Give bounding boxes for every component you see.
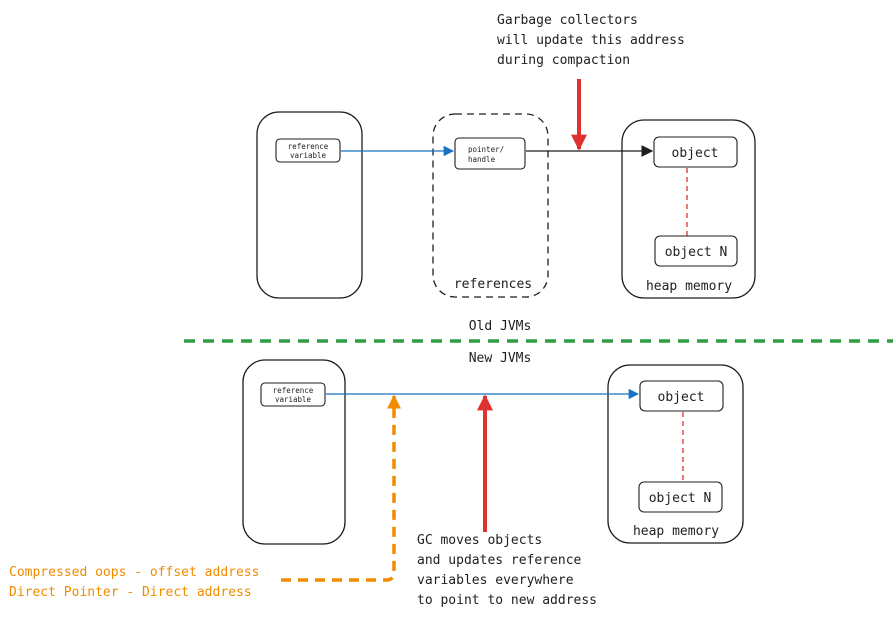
old-reference-variable-line2: variable [290,151,327,160]
old-reference-variable-line1: reference [288,142,329,151]
old-gc-note-line1: Garbage collectors [497,13,638,28]
old-object-label: object [672,146,719,161]
pointer-handle-line1: pointer/ [468,145,504,154]
new-heap-container [607,364,744,544]
new-gc-note-line3: variables everywhere [417,573,574,588]
new-stack-container [242,359,346,545]
old-reference-variable-box [275,138,341,163]
old-heap-container [621,119,756,299]
pointer-kind-arrow [281,394,401,582]
old-stack-container [256,111,363,299]
new-object-n-box [638,481,723,513]
old-heap-label: heap memory [646,279,732,294]
old-jvms-label: Old JVMs [469,319,532,334]
new-gc-note-line4: to point to new address [417,593,597,608]
new-jvms-label: New JVMs [469,351,532,366]
new-reference-variable-box [260,382,326,407]
old-gc-note-line2: will update this address [497,33,685,48]
old-object-n-box [654,235,738,267]
pointer-handle-box [454,137,526,170]
new-gc-note-line1: GC moves objects [417,533,542,548]
new-reference-variable-line1: reference [273,386,314,395]
old-gc-note-line3: during compaction [497,53,630,68]
new-jvm-section: reference variable object object N heap … [9,359,744,608]
jvm-divider: Old JVMs New JVMs [184,319,893,366]
old-object-n-label: object N [665,245,728,260]
new-object-box [639,380,724,412]
references-label: references [454,277,532,292]
pointer-handle-line2: handle [468,155,496,164]
references-container [432,113,549,298]
new-object-n-label: object N [649,491,712,506]
old-jvm-section: reference variable pointer/ handle refer… [256,13,756,299]
old-object-box [653,136,738,168]
pointer-note-line2: Direct Pointer - Direct address [9,585,252,600]
new-heap-label: heap memory [633,524,719,539]
new-gc-note-line2: and updates reference [417,553,582,568]
pointer-note-line1: Compressed oops - offset address [9,565,259,580]
new-reference-variable-line2: variable [275,395,312,404]
new-object-label: object [658,390,705,405]
